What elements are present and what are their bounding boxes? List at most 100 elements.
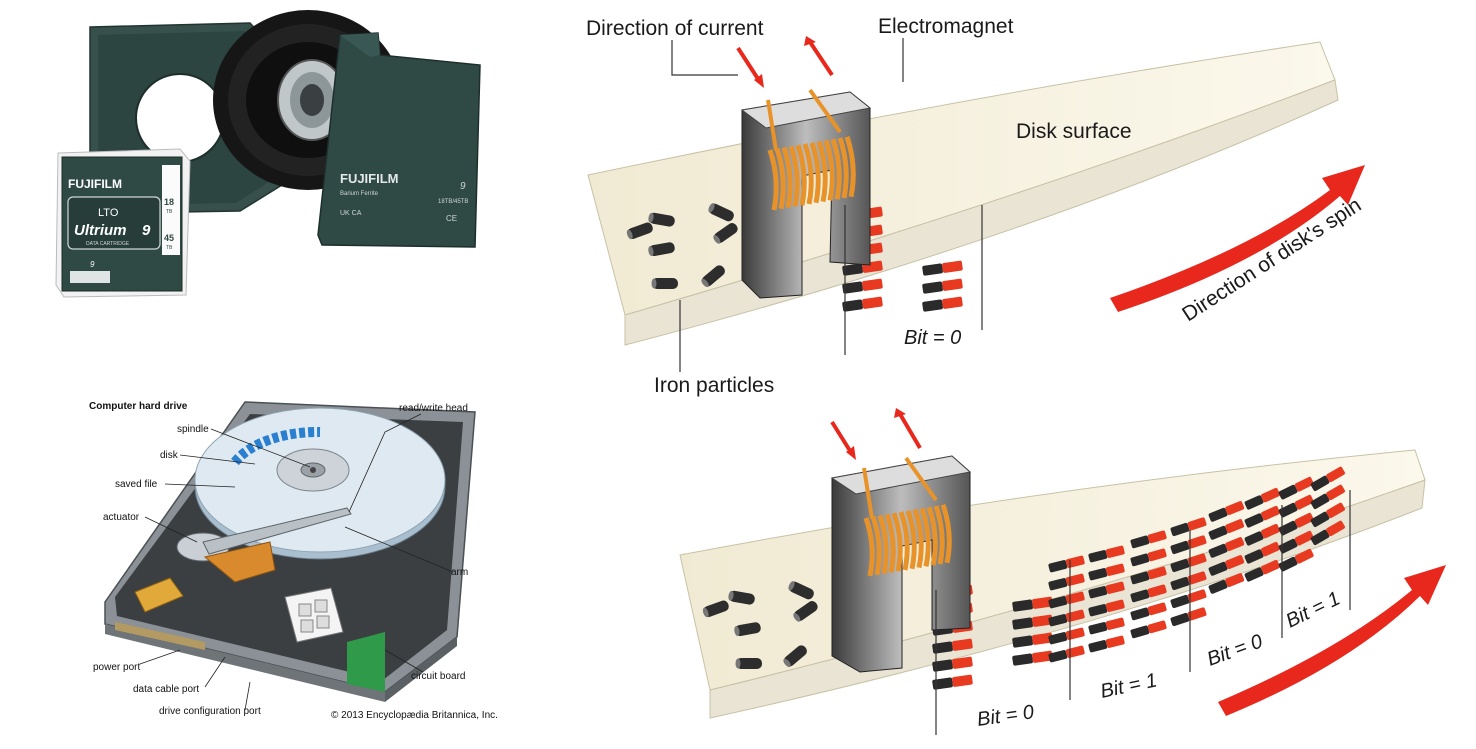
coil-lead <box>904 456 938 502</box>
lto-retail-box: FUJIFILM LTO Ultrium 9 DATA CARTRIDGE 18… <box>55 148 191 298</box>
iron-particle <box>702 600 729 618</box>
magnetized-particle <box>1244 559 1280 582</box>
iron-particle <box>708 203 734 222</box>
coil-wire <box>802 143 814 205</box>
magnetized-particle <box>922 296 963 312</box>
magnetized-particle <box>1088 617 1125 635</box>
magnetized-particle <box>1208 501 1245 522</box>
magnetized-particle <box>1130 620 1167 639</box>
iron-particle <box>626 222 653 240</box>
label-data-cable-port: data cable port <box>133 684 199 695</box>
magnetized-particle <box>1310 502 1345 528</box>
coil-wire <box>795 144 807 206</box>
magnetized-particle <box>1012 650 1053 666</box>
coil-wire <box>767 149 779 211</box>
label-drive-configuration-port: drive configuration port <box>159 706 261 717</box>
coil-wire <box>830 138 842 200</box>
magnetized-particle <box>1278 512 1314 536</box>
lto-cartridge-front: FUJIFILM Barium Ferrite 18TB/45TB 9 UK C… <box>317 32 481 248</box>
label-read-write-head: read/write head <box>399 403 468 414</box>
cartridge-ce: CE <box>446 214 457 223</box>
current-arrows <box>736 36 834 88</box>
coil-wire <box>823 139 835 201</box>
magnetized-particle <box>1130 566 1167 585</box>
magnetized-particle <box>1170 517 1207 537</box>
box-cap-native-unit: TB <box>166 209 173 215</box>
electromagnet-diagram-top: Direction of current Electromagnet Disk … <box>570 0 1450 400</box>
magnetized-particle <box>1048 645 1085 663</box>
hdd-circuit-board <box>347 632 385 692</box>
magnetized-particle <box>842 278 883 294</box>
magnetized-particle <box>1310 520 1345 546</box>
magnetized-particle <box>1244 487 1280 510</box>
box-ultrium: Ultrium <box>74 222 127 239</box>
iron-particle <box>651 278 678 289</box>
magnetized-particle <box>1130 530 1167 549</box>
cartridge-brand: FUJIFILM <box>340 171 399 186</box>
coil-wire <box>940 503 952 564</box>
box-cap-compressed-unit: TB <box>166 245 173 251</box>
cartridge-gen-mark: 9 <box>460 181 466 192</box>
coil-wire <box>774 148 786 210</box>
coil-wire <box>781 146 793 209</box>
magnetized-particle <box>1244 505 1280 528</box>
magnetized-particle <box>1088 581 1125 599</box>
label-saved-file: saved file <box>115 479 158 490</box>
label-top-bit: Bit = 0 <box>904 327 961 349</box>
label-disk: disk <box>160 450 179 461</box>
label-actuator: actuator <box>103 512 140 523</box>
bit-label-3: Bit = 0 <box>1204 630 1265 670</box>
coil-lead <box>862 467 874 519</box>
iron-particles <box>626 203 738 289</box>
coil-wire <box>877 514 889 575</box>
label-disk-surface: Disk surface <box>1016 120 1132 143</box>
hdd-title: Computer hard drive <box>89 401 188 412</box>
coil-wire <box>898 511 910 571</box>
coil-wire <box>905 509 917 570</box>
iron-particle <box>728 590 755 605</box>
hdd-port-pins <box>115 622 205 650</box>
magnetized-particle <box>932 656 973 672</box>
coil-wire <box>926 506 938 566</box>
box-data-cartridge: DATA CARTRIDGE <box>86 241 130 247</box>
label-spindle: spindle <box>177 424 209 435</box>
label-electromagnet: Electromagnet <box>878 15 1014 38</box>
coil-wire <box>919 507 931 567</box>
electromagnet-diagram-bottom: Bit = 0 Bit = 1 Bit = 0 Bit = 1 <box>670 400 1460 745</box>
magnetized-particle <box>1170 553 1207 573</box>
magnetized-particle <box>1208 537 1245 558</box>
coil-lead <box>766 99 778 151</box>
magnetized-particle <box>1208 555 1245 576</box>
coil-wire <box>809 142 821 204</box>
coil-wire <box>884 513 896 573</box>
hdd-actuator-arm <box>134 507 352 613</box>
magnetized-particle <box>1170 535 1207 555</box>
magnetized-particle <box>1012 632 1053 648</box>
magnetized-particle <box>1310 484 1345 510</box>
box-ultrium-gen: 9 <box>142 222 151 239</box>
box-lto: LTO <box>98 207 119 219</box>
coil-wire <box>816 140 828 203</box>
hdd-power-connector <box>284 587 344 643</box>
magnetized-particle <box>1310 466 1345 492</box>
iron-particles <box>702 581 818 669</box>
magnetized-particle <box>1088 563 1125 581</box>
magnetized-particle <box>932 674 973 690</box>
iron-particle <box>793 601 818 622</box>
spin-arrow <box>1218 565 1446 716</box>
magnetized-particle <box>922 260 963 276</box>
box-gen-mark: 9 <box>90 260 95 269</box>
iron-particle <box>701 265 725 288</box>
coil-lead <box>808 88 842 134</box>
magnetized-particle <box>1170 589 1207 609</box>
coil-wire <box>891 512 903 572</box>
coil-wire <box>788 145 800 207</box>
cartridge-barium-ferrite: Barium Ferrite <box>340 191 379 197</box>
label-arm: arm <box>451 567 468 578</box>
magnetized-particle <box>1170 571 1207 591</box>
magnetized-particle <box>1088 545 1125 563</box>
magnetized-particle <box>1278 548 1314 572</box>
magnetized-particle <box>932 638 973 654</box>
coil-wire <box>837 137 849 199</box>
magnetized-particle <box>1088 635 1125 653</box>
